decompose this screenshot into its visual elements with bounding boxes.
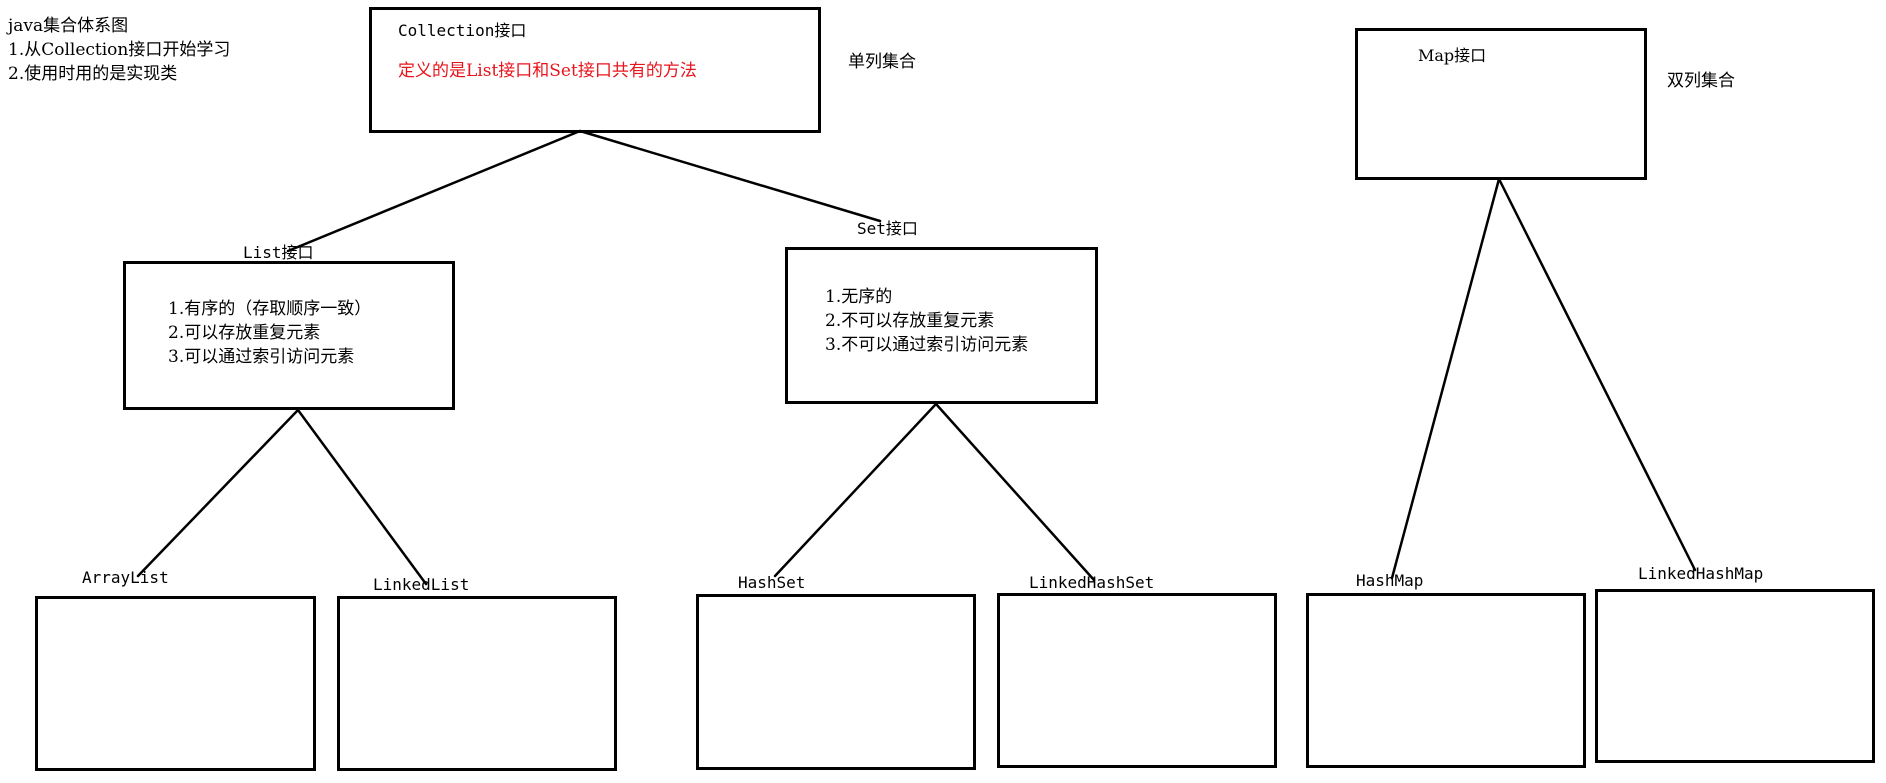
linkedhashmap-box [1595,589,1875,763]
arraylist-box [35,596,316,771]
line-set-to-hashset [773,402,938,578]
linkedhashset-label: LinkedHashSet [1029,573,1155,592]
list-feature-ordered: 1.有序的（存取顺序一致） [168,299,372,319]
linkedhashmap-label: LinkedHashMap [1638,564,1764,583]
collection-interface-box: Collection接口 定义的是List接口和Set接口共有的方法 [369,7,821,133]
linkedlist-box [337,596,617,771]
single-column-collection-label: 单列集合 [848,52,916,72]
list-feature-index-access: 3.可以通过索引访问元素 [168,347,355,367]
collection-interface-name: Collection接口 [398,21,527,40]
double-column-collection-label: 双列集合 [1667,71,1735,91]
set-feature-unordered: 1.无序的 [825,287,893,307]
diagram-title: java集合体系图 [8,16,129,36]
line-map-to-linkedhashmap [1497,177,1697,572]
line-collection-to-set [578,129,882,223]
line-collection-to-list [286,129,582,253]
list-interface-box: 1.有序的（存取顺序一致） 2.可以存放重复元素 3.可以通过索引访问元素 [123,261,455,410]
linkedhashset-box [997,593,1277,768]
line-list-to-arraylist [136,408,300,578]
list-interface-name: List接口 [243,243,314,262]
note-use-implementation: 2.使用时用的是实现类 [8,64,178,84]
collection-interface-description: 定义的是List接口和Set接口共有的方法 [398,61,697,81]
line-list-to-linkedlist [296,408,428,586]
map-interface-name: Map接口 [1418,46,1487,65]
list-feature-duplicates: 2.可以存放重复元素 [168,323,321,343]
hashmap-box [1306,593,1586,768]
note-start-from-collection: 1.从Collection接口开始学习 [8,40,231,60]
arraylist-label: ArrayList [82,568,169,587]
line-map-to-hashmap [1390,177,1501,580]
set-interface-box: 1.无序的 2.不可以存放重复元素 3.不可以通过索引访问元素 [785,247,1098,404]
hashmap-label: HashMap [1356,571,1424,590]
hashset-box [696,594,976,770]
set-interface-name: Set接口 [857,219,918,238]
line-set-to-linkedhashset [934,402,1096,582]
map-interface-box: Map接口 [1355,28,1647,180]
linkedlist-label: LinkedList [373,575,470,594]
hashset-label: HashSet [738,573,806,592]
set-feature-no-index-access: 3.不可以通过索引访问元素 [825,335,1029,355]
set-feature-no-duplicates: 2.不可以存放重复元素 [825,311,995,331]
